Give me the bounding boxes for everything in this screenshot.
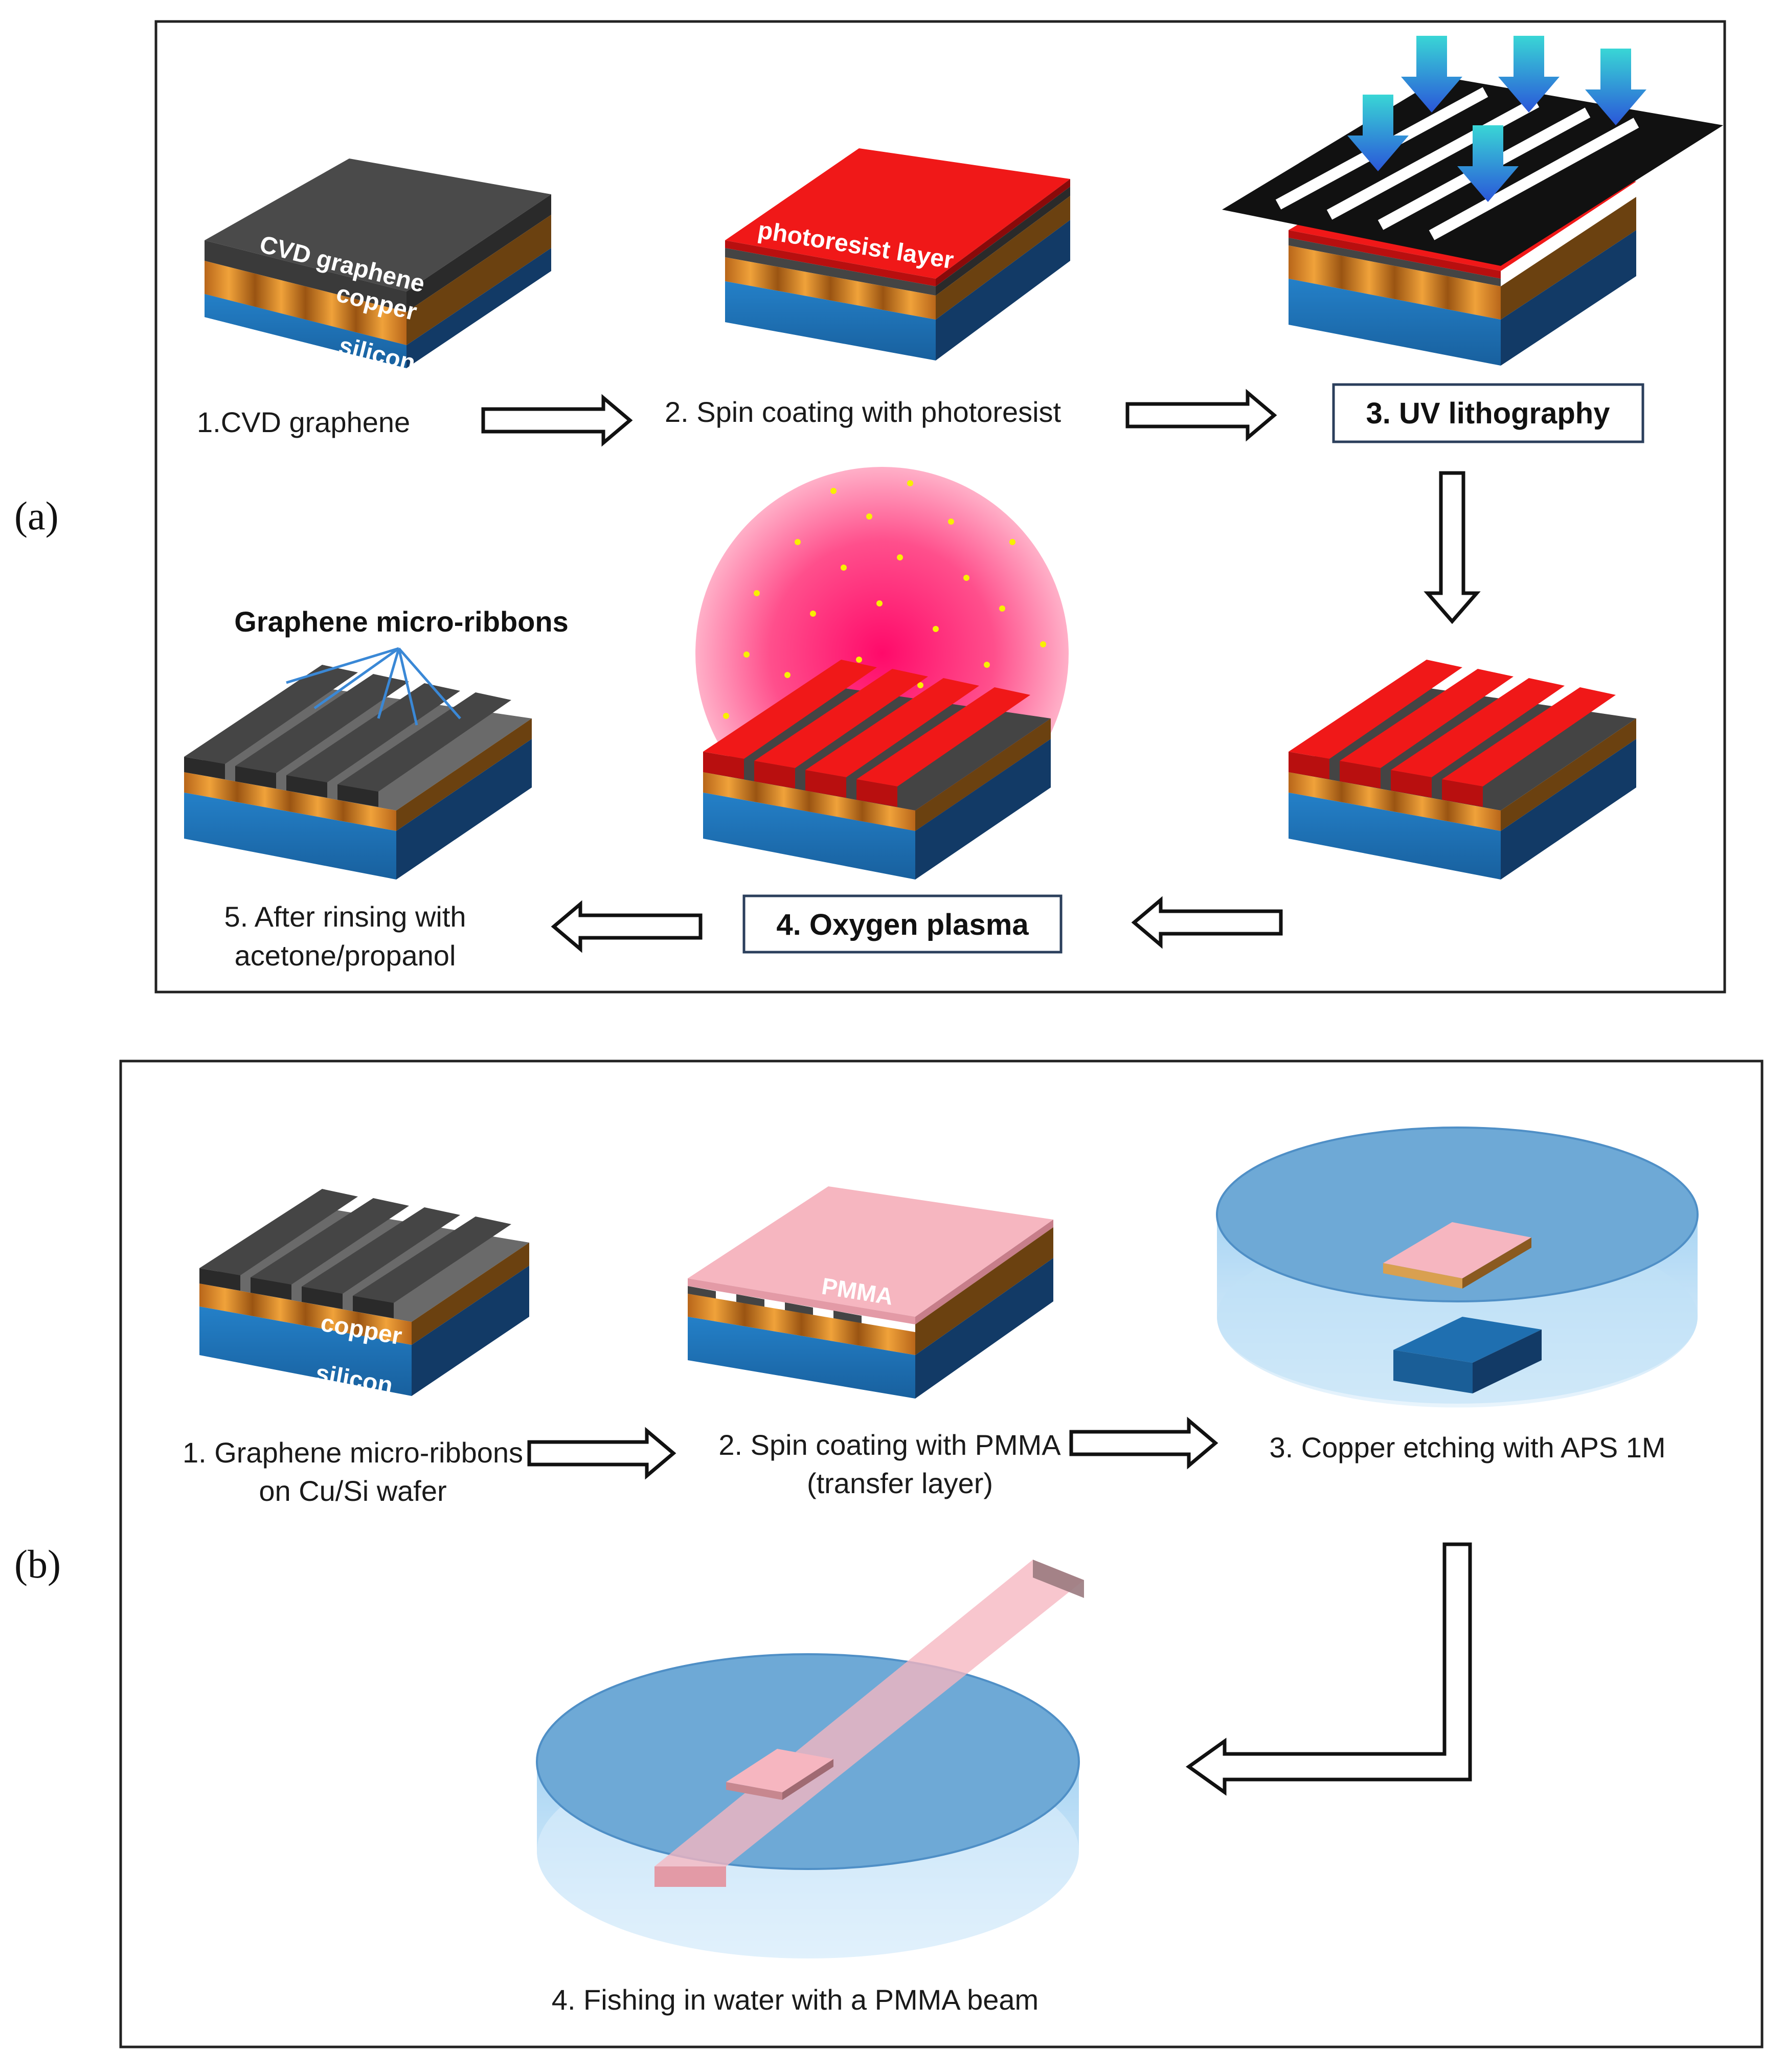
a-step2-label: 2. Spin coating with photoresist: [665, 396, 1062, 428]
b-step3-label: 3. Copper etching with APS 1M: [1269, 1431, 1665, 1463]
b-step1-label-line1: 1. Graphene micro-ribbons: [183, 1436, 523, 1469]
a-step1-label: 1.CVD graphene: [197, 406, 410, 438]
b3-floating-film: [1383, 1222, 1531, 1289]
panel-b-label: (b): [14, 1542, 61, 1586]
a5-wafer: [184, 665, 532, 880]
uv-arrow-icon: [1585, 49, 1646, 125]
b4-water-dish: [536, 1653, 1080, 1958]
arrow-right-icon: [527, 1427, 676, 1480]
b1-wafer: copper silicon: [199, 1189, 529, 1400]
b3-silicon-block: [1393, 1317, 1542, 1393]
a-step5-label-line2: acetone/propanol: [235, 939, 456, 972]
arrow-down-icon: [1424, 471, 1481, 624]
uv-arrow-icon: [1457, 125, 1519, 202]
a1-wafer: CVD graphene copper silicon: [205, 159, 551, 377]
a-step3-label: 3. UV lithography: [1366, 397, 1610, 430]
uv-arrow-icon: [1498, 36, 1560, 112]
arrow-right-icon: [1069, 1416, 1218, 1470]
arrow-left-icon: [551, 900, 703, 953]
a4-wafer: [703, 660, 1051, 880]
panel-b-frame: [119, 1060, 1764, 2048]
b-step2-label-line2: (transfer layer): [807, 1467, 993, 1499]
a-step4-box: [742, 894, 1063, 954]
b-step2-label-line1: 2. Spin coating with PMMA: [718, 1429, 1061, 1461]
b-step4-label: 4. Fishing in water with a PMMA beam: [552, 1984, 1038, 2016]
b2-wafer: PMMA: [688, 1186, 1053, 1399]
arrow-left-icon: [1131, 896, 1283, 949]
a-step4-label: 4. Oxygen plasma: [776, 908, 1029, 941]
uv-arrow-icon: [1347, 95, 1409, 171]
uv-arrow-icon: [1401, 36, 1462, 112]
arrow-bend-left-icon: [1185, 1542, 1472, 1796]
a-patterned-wafer: [1289, 660, 1636, 880]
panel-a-frame: [154, 20, 1726, 994]
arrow-right-icon: [1125, 389, 1277, 442]
b4-film-on-beam: [726, 1749, 833, 1800]
a3-uv-arrows: [1347, 36, 1646, 202]
a5-ribbons-callout: Graphene micro-ribbons: [234, 605, 568, 638]
arrow-right-icon: [481, 394, 633, 447]
b3-etch-bath: [1216, 1127, 1699, 1408]
a-step5-label-line1: 5. After rinsing with: [224, 900, 466, 933]
a5-callout-lines: [286, 647, 461, 726]
a2-wafer: photoresist layer: [725, 148, 1070, 361]
panel-a-label: (a): [14, 493, 59, 538]
b-step1-label-line2: on Cu/Si wafer: [259, 1475, 446, 1507]
a-step3-box: [1332, 383, 1644, 443]
